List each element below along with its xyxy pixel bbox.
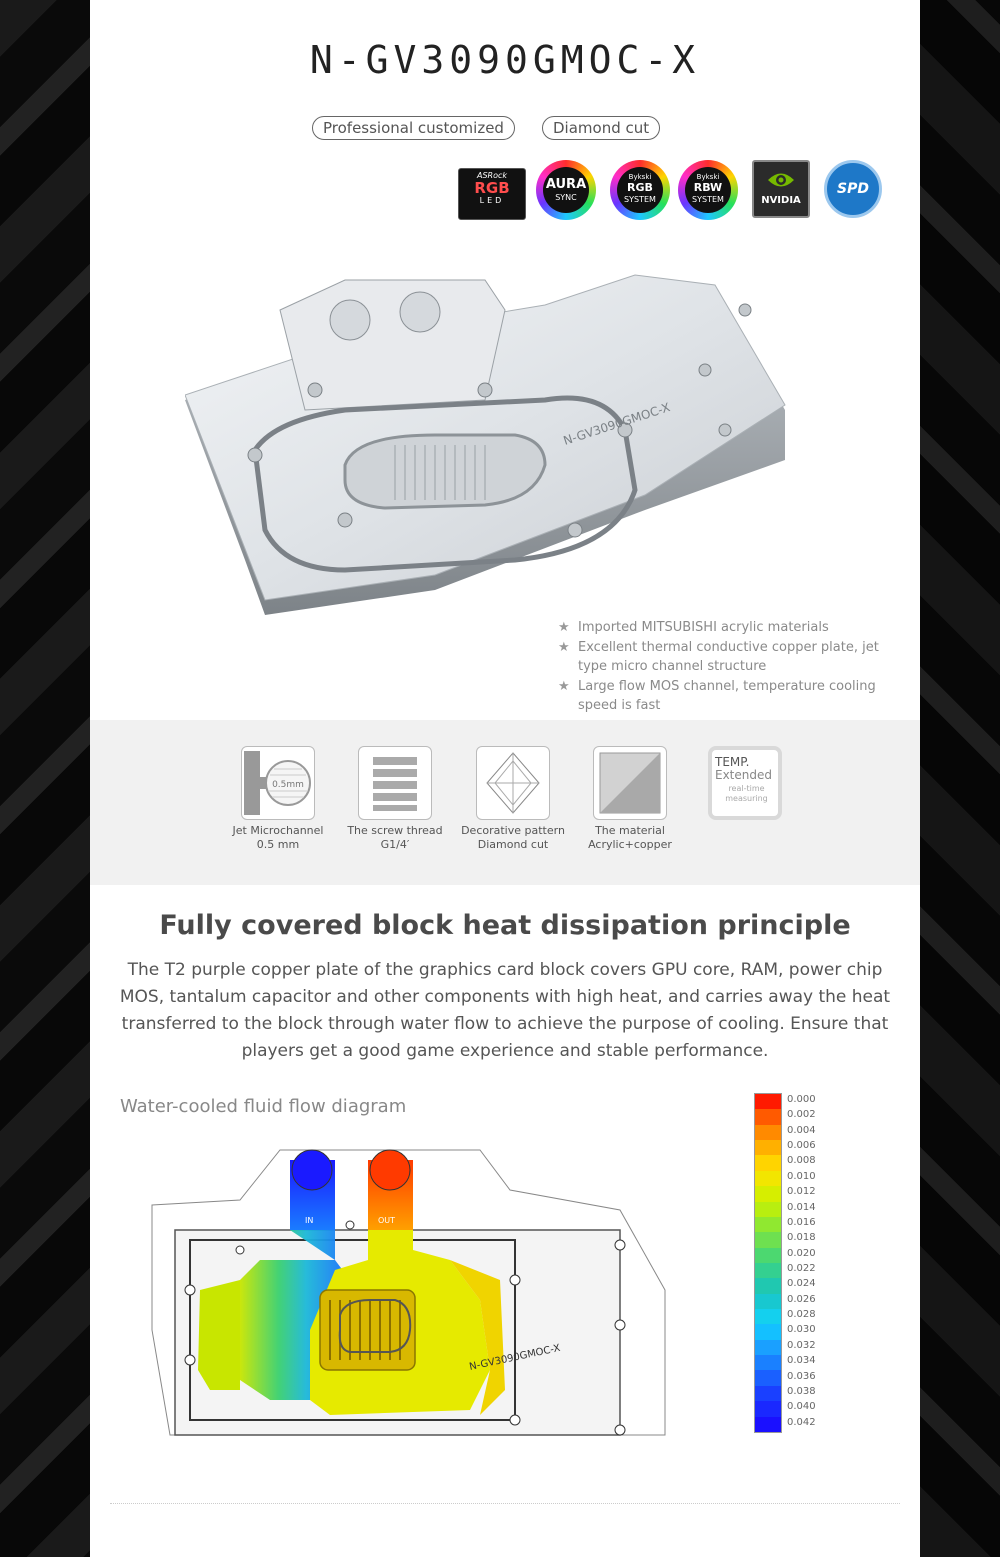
scale-label: 0.022 — [787, 1263, 816, 1274]
bykski-rbw-brand: Bykski — [696, 173, 720, 181]
spd-logo: SPD — [824, 160, 884, 220]
scale-label: 0.026 — [787, 1293, 816, 1305]
scale-label: 0.028 — [787, 1309, 816, 1321]
bottom-divider — [110, 1503, 900, 1504]
microchannel-icon: 0.5mm — [241, 746, 315, 820]
tag-professional: Professional customized — [312, 116, 515, 140]
asrock-rgb-led-logo: ASRock RGB LED — [458, 160, 526, 220]
diagram-label: Water-cooled fluid flow diagram — [120, 1096, 407, 1117]
scale-cell — [755, 1216, 781, 1233]
feature-list: ★Imported MITSUBISHI acrylic materials ★… — [558, 618, 888, 716]
bykski-rbw-text: RBW — [693, 181, 723, 195]
water-block-render: N-GV3090GMOC-X — [185, 274, 786, 615]
material-icon — [593, 746, 667, 820]
asrock-led: LED — [479, 196, 505, 205]
scale-cell — [755, 1201, 781, 1217]
scale-label: 0.014 — [787, 1201, 816, 1213]
scale-cell — [755, 1094, 781, 1110]
scale-cell — [755, 1339, 781, 1356]
asrock-brand: ASRock — [476, 171, 508, 180]
product-panel: N-GV3090GMOC-X Professional customized D… — [90, 0, 920, 1557]
asrock-rgb: RGB — [474, 179, 510, 197]
scale-label: 0.006 — [787, 1140, 816, 1152]
section-paragraph: The T2 purple copper plate of the graphi… — [119, 960, 891, 1061]
product-title: N-GV3090GMOC-X — [309, 38, 701, 82]
temp-measuring-icon: TEMP. Extended real-time measuring — [708, 746, 782, 820]
diamond-cut-icon — [476, 746, 550, 820]
background-right — [920, 0, 1000, 1557]
scale-label: 0.002 — [787, 1109, 816, 1121]
feature-item: ★Excellent thermal conductive copper pla… — [558, 640, 879, 674]
feature-item: ★Large flow MOS channel, temperature coo… — [558, 679, 876, 713]
feature-item: ★Imported MITSUBISHI acrylic materials — [558, 620, 829, 635]
scale-label: 0.004 — [787, 1124, 816, 1136]
nvidia-eye-icon — [768, 173, 794, 187]
scale-label: 0.000 — [787, 1094, 816, 1105]
scale-label: 0.016 — [787, 1216, 816, 1228]
scale-cell — [755, 1109, 781, 1125]
fluid-flow-diagram: IN OUT N-GV3090GMOC-X — [151, 1149, 666, 1436]
spd-text: SPD — [824, 160, 882, 218]
scale-cell — [755, 1186, 781, 1202]
scale-cell — [755, 1170, 781, 1187]
scale-cell — [755, 1278, 781, 1294]
scale-label: 0.012 — [787, 1186, 816, 1198]
scale-cell — [755, 1416, 781, 1432]
nvidia-text: NVIDIA — [761, 195, 801, 206]
aura-sync-text: SYNC — [555, 192, 577, 202]
scale-cell — [755, 1232, 781, 1248]
scale-label: 0.042 — [787, 1416, 816, 1428]
tag-diamond-cut: Diamond cut — [542, 116, 661, 140]
scale-cell — [755, 1262, 781, 1279]
scale-label: 0.020 — [787, 1247, 816, 1259]
bykski-rgb-system: SYSTEM — [624, 194, 656, 204]
scale-label: 0.034 — [787, 1355, 816, 1367]
scale-label: 0.036 — [787, 1370, 816, 1382]
scale-label: 0.024 — [787, 1278, 816, 1290]
nvidia-logo: NVIDIA — [752, 160, 812, 220]
scale-cell — [755, 1324, 781, 1340]
scale-label: 0.008 — [787, 1155, 816, 1167]
bykski-rbw-system: SYSTEM — [692, 194, 724, 204]
scale-cell — [755, 1140, 781, 1156]
scale-label: 0.010 — [787, 1170, 816, 1182]
bykski-rgb-text: RGB — [627, 181, 653, 195]
scale-label: 0.030 — [787, 1324, 816, 1336]
scale-cell — [755, 1309, 781, 1325]
scale-cell — [755, 1155, 781, 1171]
section-heading: Fully covered block heat dissipation pri… — [159, 910, 851, 941]
scale-cell — [755, 1355, 781, 1371]
aura-text: AURA — [545, 177, 587, 192]
screw-thread-icon — [358, 746, 432, 820]
scale-cell — [755, 1247, 781, 1263]
inlet-label: IN — [305, 1216, 313, 1225]
scale-cell — [755, 1401, 781, 1417]
bykski-rgb-brand: Bykski — [628, 173, 652, 181]
scale-cell — [755, 1293, 781, 1310]
scale-label: 0.018 — [787, 1232, 816, 1244]
outlet-label: OUT — [378, 1216, 395, 1225]
scale-cell — [755, 1370, 781, 1386]
scale-label: 0.032 — [787, 1339, 816, 1351]
svg-text:0.5mm: 0.5mm — [272, 780, 304, 790]
scale-cell — [755, 1124, 781, 1141]
background-left — [0, 0, 90, 1557]
scale-label: 0.040 — [787, 1401, 816, 1413]
scale-cell — [755, 1385, 781, 1402]
scale-label: 0.038 — [787, 1385, 816, 1397]
color-scale-bar — [754, 1093, 782, 1433]
